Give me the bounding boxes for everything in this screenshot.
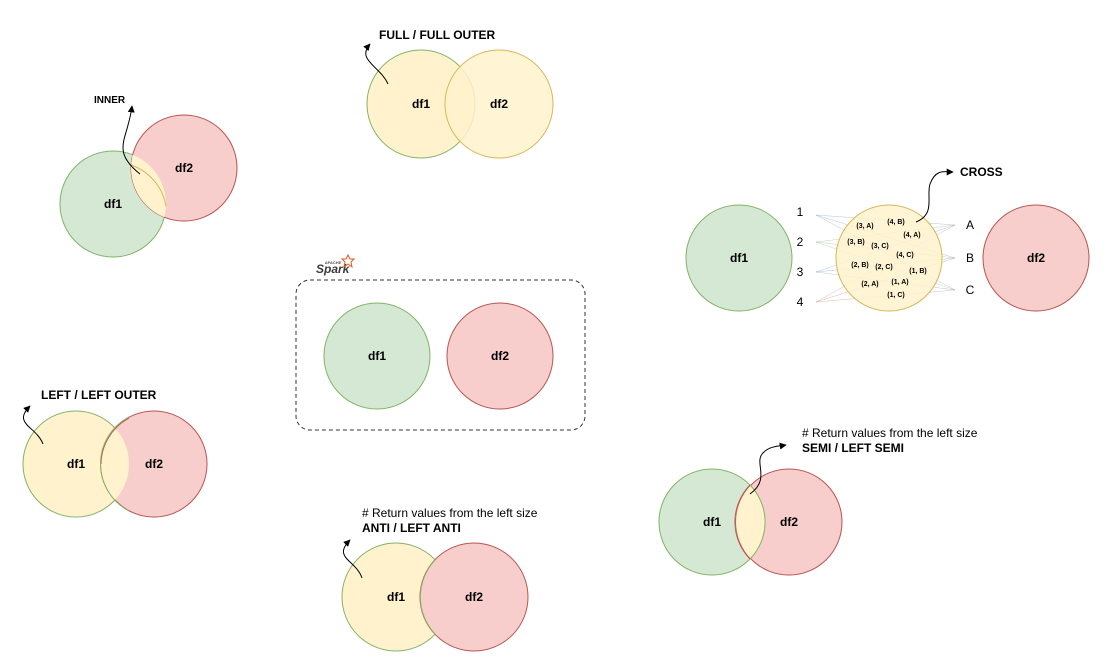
semi-df2-label: df2 [780, 515, 798, 529]
center-df1-label: df1 [368, 349, 386, 363]
inner-arrow [122, 105, 141, 175]
cross-pair: (4, B) [887, 219, 905, 226]
inner-join-group: df1 df2 INNER [59, 95, 238, 258]
inner-overlap [131, 151, 166, 221]
full-df1-label: df1 [412, 97, 430, 111]
left-arrow [23, 405, 44, 445]
full-df2-circle [444, 49, 554, 159]
center-df2-label: df2 [491, 349, 509, 363]
cross-df1-label: df1 [730, 251, 748, 265]
cross-number-1: 1 [797, 205, 804, 219]
inner-df1-label: df1 [104, 197, 122, 211]
cross-join-group: 1 2 3 4 A B C (3, A) (4, B) (4, A) (3, B… [685, 165, 1090, 312]
center-df2-circle [446, 302, 554, 410]
anti-df1-label: df1 [387, 590, 405, 604]
cross-pair: (3, B) [847, 239, 865, 246]
cross-pair: (1, B) [909, 268, 927, 275]
cross-pair: (3, A) [856, 223, 873, 230]
spark-star-icon [340, 253, 356, 269]
semi-title: SEMI / LEFT SEMI [802, 441, 904, 455]
spark-logo-tag: APACHE [325, 260, 342, 265]
cross-number-3: 3 [797, 265, 804, 279]
cross-df2-label: df2 [1027, 251, 1045, 265]
semi-df1-label: df1 [703, 515, 721, 529]
spark-logo: APACHE Spark [316, 253, 356, 276]
cross-pair: (2, B) [851, 262, 869, 269]
spark-center-group: df1 df2 APACHE Spark [295, 253, 586, 431]
cross-letter-b: B [966, 251, 974, 265]
left-df1-label: df1 [67, 457, 85, 471]
semi-note: # Return values from the left size [802, 426, 978, 440]
full-arrow [363, 43, 389, 85]
inner-df2-label: df2 [175, 161, 193, 175]
cross-df1-circle [685, 204, 793, 312]
spark-logo-text: Spark [316, 262, 351, 276]
cross-df2-circle [982, 204, 1090, 312]
anti-arrow [343, 539, 363, 579]
left-df2-label: df2 [145, 457, 163, 471]
cross-arrow [915, 168, 954, 223]
anti-note: # Return values from the left size [362, 506, 538, 520]
full-join-group: df1 df2 FULL / FULL OUTER [363, 28, 554, 159]
semi-join-group: df1 df2 # Return values from the left si… [658, 426, 978, 576]
anti-join-group: df1 df2 # Return values from the left si… [341, 506, 538, 652]
full-title: FULL / FULL OUTER [379, 28, 496, 42]
semi-df1-edge [749, 484, 766, 560]
semi-df2-edge [734, 484, 751, 560]
cross-pair: (4, C) [896, 252, 914, 259]
cross-pair: (2, C) [875, 264, 893, 271]
cross-pair: (1, A) [891, 279, 908, 286]
cross-number-4: 4 [797, 295, 804, 309]
cross-pair: (3, C) [871, 243, 889, 250]
anti-df2-label: df2 [465, 590, 483, 604]
cross-pair: (2, A) [861, 281, 878, 288]
cross-title: CROSS [960, 165, 1003, 179]
anti-title: ANTI / LEFT ANTI [362, 521, 461, 535]
cross-result-circle [835, 204, 943, 312]
left-join-group: df1 df2 LEFT / LEFT OUTER [22, 388, 208, 518]
cross-letter-a: A [966, 218, 974, 232]
left-df1-edge [99, 416, 130, 512]
left-overlap-edge [100, 417, 130, 465]
anti-df1-edge [419, 559, 436, 635]
left-title: LEFT / LEFT OUTER [41, 388, 157, 402]
cross-pair: (4, A) [903, 232, 920, 239]
cross-pair: (1, C) [887, 292, 905, 299]
inner-title: INNER [94, 95, 126, 106]
spark-dashed-box [295, 279, 586, 431]
semi-arrow [749, 442, 787, 495]
cross-letter-c: C [966, 283, 975, 297]
cross-number-2: 2 [797, 235, 804, 249]
full-df2-label: df2 [490, 97, 508, 111]
center-df1-circle [323, 302, 431, 410]
inner-overlap-edge [130, 164, 167, 207]
